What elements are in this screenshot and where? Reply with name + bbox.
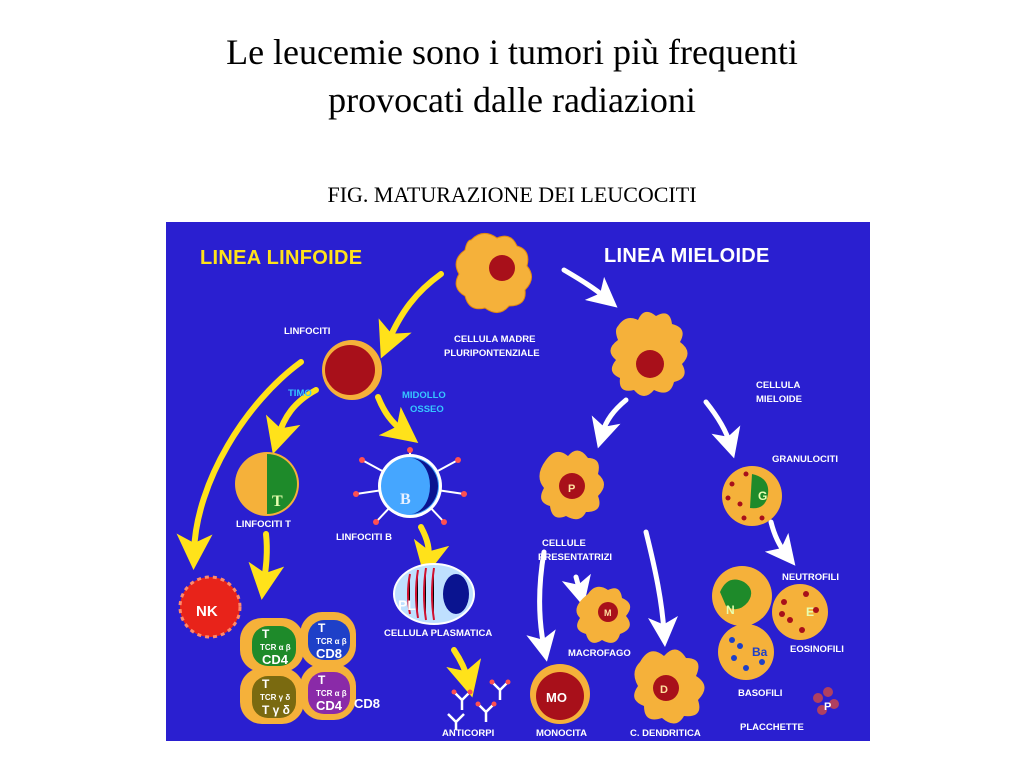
marker-nk: NK bbox=[196, 603, 218, 620]
marker-t-cd8: T bbox=[318, 621, 326, 635]
marker-p: P bbox=[568, 483, 575, 495]
label-cellula-madre-1: CELLULA MADRE bbox=[454, 334, 535, 345]
diagram-canvas: LINEA LINFOIDE LINEA MIELOIDE CELLULA MA… bbox=[176, 233, 844, 739]
marker-mo: MO bbox=[546, 690, 567, 705]
nk-cell: NK bbox=[178, 575, 242, 639]
label-cellule-presentatrici-2: PRESENTATRIZI bbox=[538, 552, 612, 563]
arrow-to-presenting bbox=[591, 397, 629, 449]
label-cellula-plasmatica: CELLULA PLASMATICA bbox=[384, 628, 492, 639]
label-timo: TIMO bbox=[288, 388, 312, 399]
arrow-to-monocita bbox=[526, 549, 556, 662]
stem-cell bbox=[455, 233, 532, 313]
basophil-cell: Ba bbox=[718, 624, 774, 680]
marker-b: B bbox=[400, 491, 411, 508]
monocyte-cell: MO bbox=[530, 664, 590, 724]
macrophage-cell: M bbox=[576, 586, 631, 643]
plasma-cell: PL bbox=[393, 563, 475, 625]
marker-t-cd4-2: T bbox=[318, 673, 326, 687]
arrow-to-dendritica bbox=[643, 529, 678, 647]
marker-g: G bbox=[758, 489, 767, 503]
label-cellula-madre-2: PLURIPONTENZIALE bbox=[444, 348, 540, 359]
arrow-plasma-to-antibodies bbox=[446, 647, 482, 698]
marker-tcr-ab-1: TCR α β bbox=[260, 643, 291, 652]
marker-platelet: P bbox=[824, 701, 831, 713]
arrow-linfociti-to-nk bbox=[176, 359, 304, 570]
label-midollo-2: OSSEO bbox=[410, 404, 444, 415]
label-placchette: PLACCHETTE bbox=[740, 722, 804, 733]
label-neutrofili: NEUTROFILI bbox=[782, 572, 839, 583]
arrow-to-timo bbox=[265, 387, 319, 455]
marker-t-gamma-delta: T γ δ bbox=[262, 703, 290, 717]
label-basofili: BASOFILI bbox=[738, 688, 782, 699]
marker-t-gd: T bbox=[262, 677, 270, 691]
arrow-t-to-subsets bbox=[248, 531, 285, 600]
marker-tcr-ab-3: TCR α β bbox=[316, 689, 347, 698]
label-cd8-outside: CD8 bbox=[354, 696, 380, 711]
heading-linea-linfoide: LINEA LINFOIDE bbox=[200, 247, 362, 269]
arrow-stem-to-linfociti bbox=[378, 271, 444, 359]
heading-linea-mieloide: LINEA MIELOIDE bbox=[604, 245, 770, 267]
lymphocyte-cell bbox=[322, 340, 382, 400]
leukocyte-maturation-diagram: LINEA LINFOIDE LINEA MIELOIDE CELLULA MA… bbox=[166, 222, 870, 741]
neutrophil-cell: N bbox=[712, 566, 772, 626]
arrow-to-macrofago bbox=[561, 573, 591, 607]
platelet-cluster: P bbox=[813, 687, 839, 715]
arrow-to-granulocytes bbox=[703, 399, 741, 459]
myeloid-arrows bbox=[526, 267, 796, 662]
arrow-b-to-plasma bbox=[413, 524, 450, 578]
myeloid-cell bbox=[610, 311, 688, 396]
eosinophil-cell: E bbox=[772, 584, 828, 640]
marker-tcr-ab-2: TCR α β bbox=[316, 637, 347, 646]
marker-e: E bbox=[806, 605, 814, 619]
label-linfociti-t: LINFOCITI T bbox=[236, 519, 291, 530]
figure-caption: FIG. MATURAZIONE DEI LEUCOCITI bbox=[327, 182, 697, 207]
marker-t-cd4: T bbox=[262, 627, 270, 641]
label-monocita: MONOCITA bbox=[536, 728, 587, 739]
marker-m: M bbox=[604, 608, 612, 618]
granulocyte-cell: G bbox=[722, 466, 782, 526]
t-cell-subsets: T TCR α β CD4 T TCR α β CD8 T TCR γ δ T … bbox=[240, 612, 356, 724]
label-eosinofili: EOSINOFILI bbox=[790, 644, 844, 655]
arrow-to-midollo bbox=[375, 394, 419, 443]
antibody-tips bbox=[451, 679, 511, 707]
marker-pl: PL bbox=[398, 597, 416, 613]
b-lymphocyte-cell: B bbox=[353, 447, 467, 525]
label-macrofago: MACROFAGO bbox=[568, 648, 631, 659]
marker-tcr-gd: TCR γ δ bbox=[260, 693, 290, 702]
marker-cd4-2: CD4 bbox=[316, 698, 343, 713]
marker-cd8-1: CD8 bbox=[316, 646, 342, 661]
label-cellula-mieloide-2: MIELOIDE bbox=[756, 394, 802, 405]
title-line-2: provocati dalle radiazioni bbox=[328, 80, 696, 120]
label-cellula-mieloide-1: CELLULA bbox=[756, 380, 800, 391]
label-midollo-1: MIDOLLO bbox=[402, 390, 446, 401]
marker-cd4-1: CD4 bbox=[262, 652, 289, 667]
label-granulociti: GRANULOCITI bbox=[772, 454, 838, 465]
slide-title: Le leucemie sono i tumori più frequenti … bbox=[0, 28, 1024, 124]
presenting-cell: P bbox=[539, 450, 604, 520]
lymphoid-arrows bbox=[176, 271, 482, 698]
marker-ba: Ba bbox=[752, 645, 768, 659]
arrow-to-neutrophils bbox=[764, 519, 796, 566]
antibodies bbox=[447, 681, 509, 730]
t-lymphocyte-cell: T bbox=[235, 452, 299, 516]
label-cellule-presentatrici-1: CELLULE bbox=[542, 538, 586, 549]
label-linfociti-b: LINFOCITI B bbox=[336, 532, 392, 543]
label-anticorpi: ANTICORPI bbox=[442, 728, 494, 739]
dendritic-cell: D bbox=[634, 649, 705, 724]
marker-d: D bbox=[660, 684, 668, 696]
label-linfociti: LINFOCITI bbox=[284, 326, 330, 337]
label-c-dendritica: C. DENDRITICA bbox=[630, 728, 701, 739]
marker-t: T bbox=[272, 493, 283, 510]
title-line-1: Le leucemie sono i tumori più frequenti bbox=[226, 32, 798, 72]
marker-n: N bbox=[726, 603, 735, 617]
arrow-stem-to-myeloid bbox=[561, 267, 618, 308]
